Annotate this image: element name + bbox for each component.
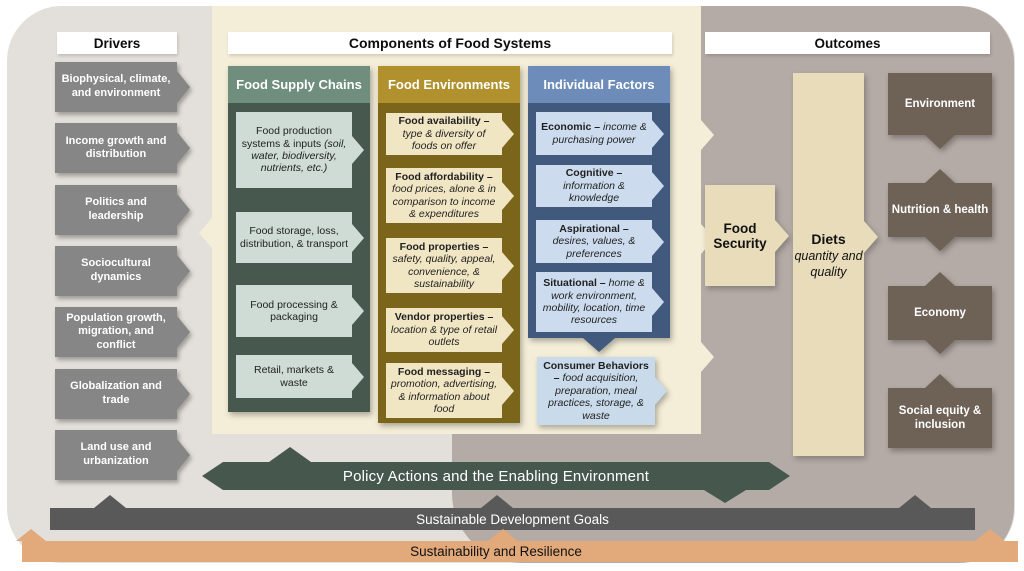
individual-factors-column: Individual Factors Economic – income & p… [528, 66, 670, 352]
supply-chain-item: Retail, markets & waste [236, 355, 364, 398]
sdg-up-arrow [94, 495, 126, 508]
food-supply-chains-title: Food Supply Chains [228, 66, 370, 103]
sustainability-up-arrow [975, 529, 1005, 541]
individual-factors-title: Individual Factors [528, 66, 670, 103]
food-environment-item: Food messaging – promotion, advertising,… [386, 363, 514, 418]
food-security-box: Food Security [705, 185, 789, 286]
components-header: Components of Food Systems [228, 32, 672, 54]
food-environment-item: Vendor properties – location & type of r… [386, 308, 514, 352]
supply-chain-item: Food production systems & inputs (soil, … [236, 112, 364, 188]
food-supply-chains-column: Food Supply Chains Food production syste… [228, 66, 370, 412]
sustainability-up-arrow [16, 529, 46, 541]
food-environments-title: Food Environments [378, 66, 520, 103]
food-environment-item: Food availability – type & diversity of … [386, 113, 514, 155]
outcome-nutrition-health: Nutrition & health [888, 169, 992, 251]
food-environment-item: Food affordability – food prices, alone … [386, 168, 514, 223]
diets-box: Diets quantity and quality [793, 73, 878, 456]
policy-down-arrow [704, 490, 746, 503]
driver-item: Income growth and distribution [55, 123, 190, 174]
outcomes-header: Outcomes [705, 32, 990, 54]
outcome-social-equity: Social equity & inclusion [888, 374, 992, 448]
individual-factor-item: Economic – income & purchasing power [536, 112, 664, 155]
sustainability-bar: Sustainability and Resilience [22, 541, 1018, 562]
individual-factor-item: Cognitive – information & knowledge [536, 165, 664, 207]
sdg-up-arrow [481, 495, 513, 508]
individual-factor-item: Aspirational – desires, values, & prefer… [536, 220, 664, 263]
outcome-economy: Economy [888, 272, 992, 354]
individual-factor-item: Situational – home & work environment, m… [536, 272, 664, 332]
supply-chain-item: Food storage, loss, distribution, & tran… [236, 212, 364, 263]
food-environment-item: Food properties – safety, quality, appea… [386, 238, 514, 293]
driver-item: Globalization and trade [55, 368, 190, 419]
drivers-list: Biophysical, climate, and environment In… [55, 62, 190, 480]
food-environments-column: Food Environments Food availability – ty… [378, 66, 520, 423]
diets-label: Diets [811, 231, 846, 247]
drivers-header: Drivers [57, 32, 177, 54]
driver-item: Biophysical, climate, and environment [55, 62, 190, 112]
policy-up-arrow [269, 447, 311, 462]
components-left-arrow [199, 218, 212, 248]
consumer-behaviors-box: Consumer Behaviors – food acquisition, p… [537, 357, 667, 425]
driver-item: Land use and urbanization [55, 429, 190, 480]
sdg-bar: Sustainable Development Goals [50, 508, 975, 530]
sustainability-up-arrow [488, 529, 518, 541]
diets-sublabel: quantity and quality [794, 249, 863, 279]
policy-actions-bar: Policy Actions and the Enabling Environm… [202, 462, 790, 490]
driver-item: Sociocultural dynamics [55, 245, 190, 296]
sdg-up-arrow [899, 495, 931, 508]
components-right-arrow-bottom [701, 342, 714, 372]
driver-item: Population growth, migration, and confli… [55, 307, 190, 358]
components-right-arrow-top [701, 120, 714, 150]
supply-chain-item: Food processing & packaging [236, 285, 364, 337]
outcome-environment: Environment [888, 73, 992, 149]
driver-item: Politics and leadership [55, 184, 190, 235]
